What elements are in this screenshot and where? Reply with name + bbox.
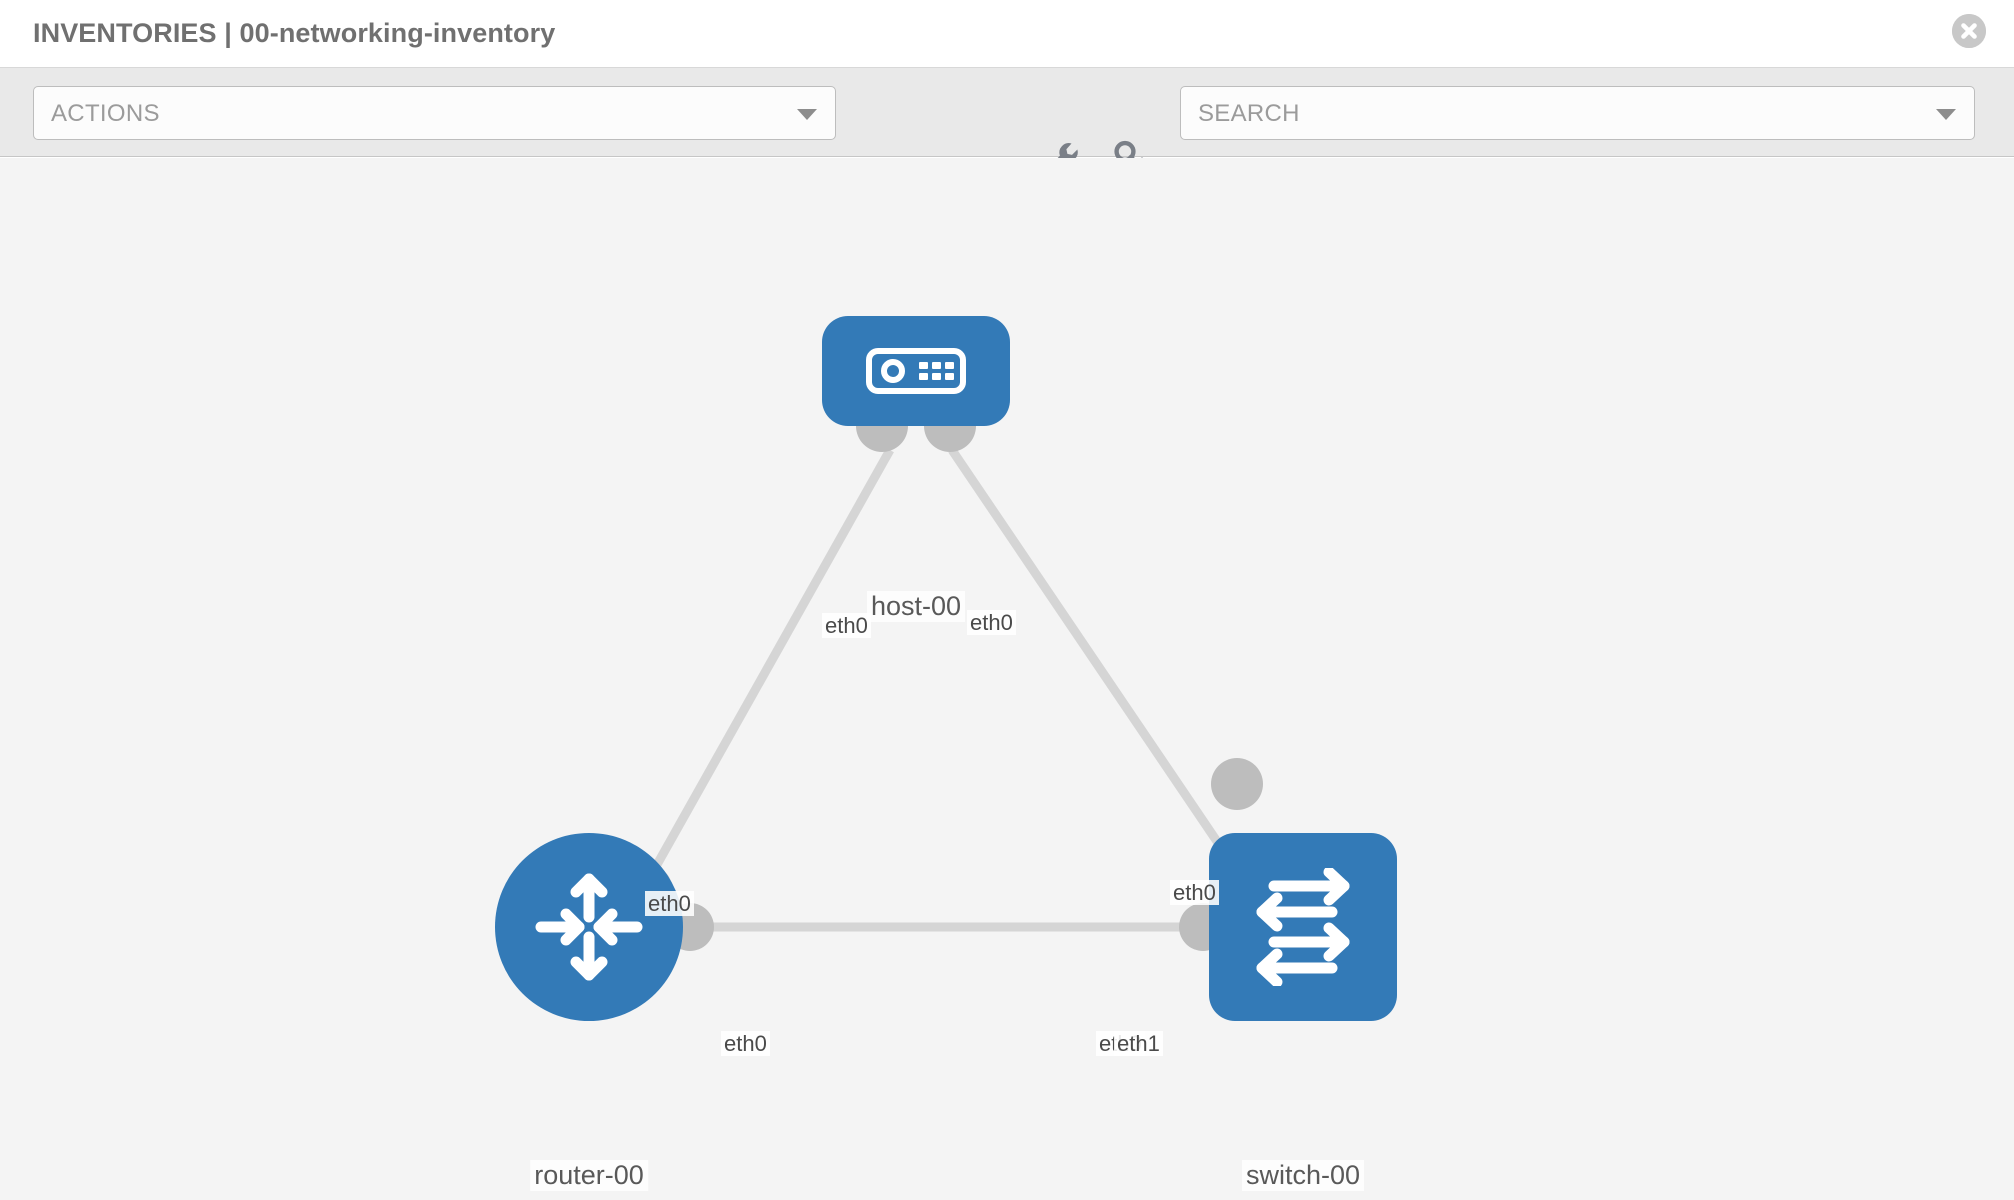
node-router-00-shape[interactable] [495, 833, 683, 1021]
edge-label-switch-eth1: eth1 [1114, 1031, 1163, 1057]
node-switch-00-label: switch-00 [1241, 1160, 1365, 1191]
topology-links [632, 447, 1262, 932]
chevron-down-icon [797, 109, 817, 120]
close-icon[interactable] [1952, 14, 1986, 48]
edge-label-switch-uplink: eth0 [1170, 880, 1219, 906]
connector-switch-top [1211, 758, 1263, 810]
topology-canvas[interactable]: host-00 [0, 158, 2014, 1200]
router-arrows-icon [531, 869, 647, 985]
node-host-00-label: host-00 [866, 591, 966, 622]
topology-graph [628, 400, 1263, 951]
edge-label-host-right: eth0 [967, 610, 1016, 636]
edge-label-host-left: eth0 [822, 613, 871, 639]
search-input[interactable]: SEARCH [1180, 86, 1975, 140]
switch-arrows-icon [1244, 868, 1362, 986]
page-title: INVENTORIES | 00-networking-inventory [33, 18, 556, 48]
node-host-00-shape[interactable] [822, 316, 1010, 426]
edge-label-router-eth0: eth0 [721, 1031, 770, 1057]
node-router-00-label: router-00 [530, 1160, 648, 1191]
toolbar: ACTIONS SEARCH [0, 68, 2014, 171]
edge-label-router-uplink: eth0 [645, 891, 694, 917]
chevron-down-icon[interactable] [1936, 109, 1956, 120]
link-host-switch [948, 447, 1262, 905]
actions-dropdown[interactable]: ACTIONS [33, 86, 836, 140]
search-placeholder: SEARCH [1198, 100, 1300, 127]
server-icon [866, 348, 966, 394]
actions-dropdown-label: ACTIONS [51, 100, 160, 127]
link-host-router [632, 447, 894, 905]
topology-connectors [628, 400, 1263, 951]
window-header: INVENTORIES | 00-networking-inventory [0, 0, 2014, 68]
node-switch-00-shape[interactable] [1209, 833, 1397, 1021]
